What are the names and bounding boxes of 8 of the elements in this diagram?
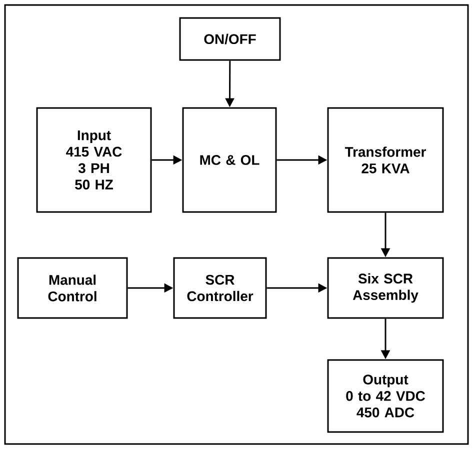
process-box: Six SCR Assembly bbox=[327, 257, 444, 319]
process-box: ON/OFF bbox=[179, 17, 281, 61]
process-box: MC & OL bbox=[182, 107, 277, 213]
process-box: SCR Controller bbox=[173, 257, 267, 319]
process-box: Transformer 25 KVA bbox=[327, 107, 444, 213]
process-box: Output 0 to 42 VDC 450 ADC bbox=[327, 359, 444, 433]
process-box: Manual Control bbox=[17, 257, 128, 319]
process-box: Input 415 VAC 3 PH 50 HZ bbox=[36, 107, 152, 213]
